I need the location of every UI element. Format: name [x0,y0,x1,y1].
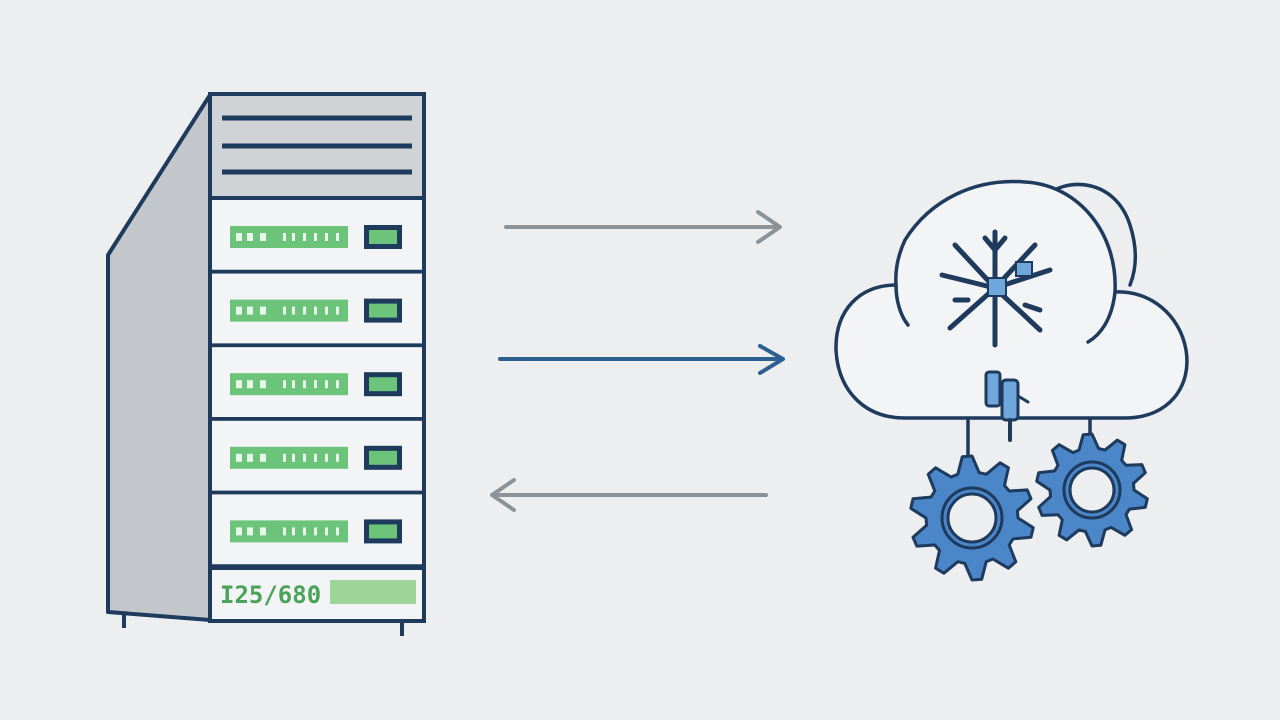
bay-led-strip [230,446,348,469]
bay-led-strip [230,520,348,543]
server-tower: I25/680 [106,92,426,636]
cloud-outline [834,179,1189,420]
bay-led-strip [230,299,348,322]
hub-node [987,277,1007,297]
data-flow-arrows [490,210,785,512]
gear-icon [1035,432,1149,548]
cloud-inner-curve [1086,290,1117,344]
gear-group [909,432,1149,582]
bay-led-strip [230,226,348,248]
cloud-icon [834,179,1189,442]
arrow-right-icon [504,210,782,244]
drive-bay-icon [210,420,424,495]
plug-icon [984,370,1030,442]
arrow-left-icon [490,478,768,512]
drive-bay-icon [210,494,424,569]
arrow-right-icon [498,344,785,375]
drive-bay-icon [210,273,424,348]
gear-icon [909,454,1035,582]
server-side-panel [106,93,212,622]
hub-node [1015,261,1033,277]
bay-led-strip [230,373,348,396]
display-readout: I25/680 [220,581,321,609]
drive-bay-icon [210,200,424,274]
cloud-back-lobe [1038,182,1137,287]
drive-bay-icon [210,347,424,421]
drive-bays [210,200,424,569]
cloud-inner-curve [894,283,910,327]
display-status-bar [330,580,416,604]
